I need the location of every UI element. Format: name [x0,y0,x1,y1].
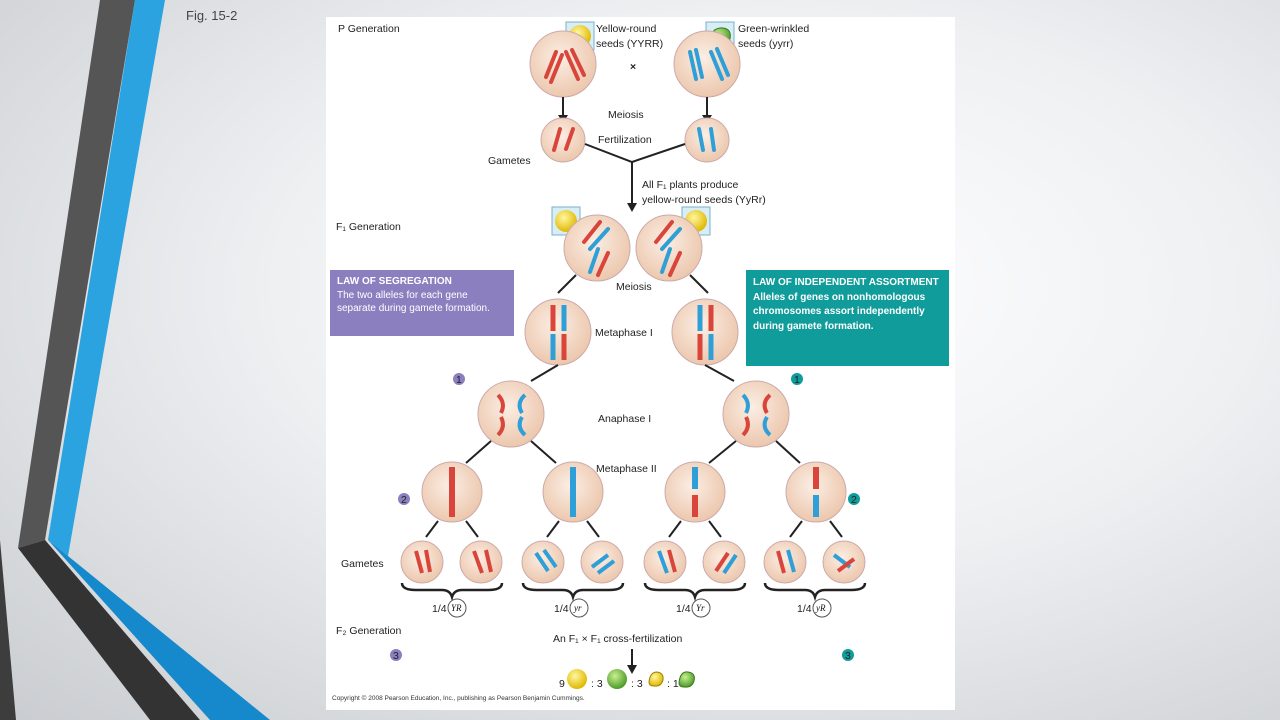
metaphase2-label: Metaphase II [596,463,657,475]
metaphase1-cell-right [671,298,739,366]
segregation-title: LAW OF SEGREGATION [337,276,452,287]
dihybrid-cross-figure: P Generation Yellow-round seeds (YYRR) G… [326,17,955,710]
all-f1-label: All F₁ plants produce [642,179,739,191]
law-of-independent-assortment-box: LAW OF INDEPENDENT ASSORTMENT Alleles of… [746,270,949,366]
step-badge-3-segregation [390,649,402,661]
step-2-text-right: 2 [851,494,857,506]
green-wrinkled-genotype: seeds (yyrr) [738,38,793,50]
f2-generation-label: F₂ Generation [336,625,402,637]
anaphase1-right-chromosomes [741,393,772,437]
f1-generation-label: F₁ Generation [336,221,401,233]
gamete-yellow [540,117,586,163]
gametes-label-p: Gametes [488,155,531,167]
step-badge-2-assortment [848,493,860,505]
final-gametes [400,540,866,584]
green-round-ratio-icon [607,669,627,689]
parent-cell-yellow [529,30,597,98]
gamete-4: yR [815,603,826,613]
yellow-round-label: Yellow-round [596,23,656,35]
fraction-2: 1/4 [554,603,569,615]
yellow-round-ratio-icon [567,669,587,689]
metaphase1-cell-left [524,298,592,366]
metaphase1-right-chromosomes [697,305,714,360]
parent-blue-chromosomes [688,47,730,81]
step-1-text-left: 1 [456,374,462,386]
f2-ratio: 9 : 3 : 3 : 1 [559,669,695,690]
p-generation-label: P Generation [338,23,400,35]
gamete-green [684,117,730,163]
gamete-3: Yr [696,603,705,613]
metaphase2-cells [421,461,847,523]
diagram-canvas: P Generation Yellow-round seeds (YYRR) G… [336,21,867,690]
metaphase1-left-chromosomes [550,305,567,360]
metaphase1-label: Metaphase I [595,327,653,339]
figure-label: Fig. 15-2 [186,8,238,23]
anaphase1-cell-right [722,380,790,448]
f1-right-chromosomes [654,220,682,277]
ratio-3-second: : 3 [631,678,643,690]
green-wrinkled-ratio-icon [678,671,695,688]
step-3-text-left: 3 [393,650,399,662]
fertilization-label: Fertilization [598,134,652,146]
fraction-yr-mixed-2: 1/4 yR [797,598,832,618]
all-f1-genotype: yellow-round seeds (YyRr) [642,194,766,206]
segregation-text: The two alleles for each gene separate d… [337,289,490,315]
step-1-text-right: 1 [794,374,800,386]
yellow-round-genotype: seeds (YYRR) [596,38,663,50]
meiosis-label-f1: Meiosis [616,281,652,293]
decorative-stripes [0,0,270,720]
anaphase1-label: Anaphase I [598,413,651,425]
anaphase1-left-chromosomes [496,393,527,437]
ratio-9: 9 [559,678,565,690]
gamete-arrows [425,520,843,538]
step-badge-3-assortment [842,649,854,661]
fraction-4: 1/4 [797,603,812,615]
fraction-1: 1/4 [432,603,447,615]
step-badge-1-segregation [453,373,465,385]
fraction-yr-mixed: 1/4 Yr [676,598,711,618]
green-wrinkled-label: Green-wrinkled [738,23,809,35]
gamete-1: YR [451,603,462,613]
parent-red-chromosomes [544,48,586,84]
fraction-3: 1/4 [676,603,691,615]
law-of-segregation-box: LAW OF SEGREGATION The two alleles for e… [330,270,514,336]
ratio-3-first: : 3 [591,678,603,690]
cross-symbol: × [630,61,636,73]
fraction-yr-dominant: 1/4 YR [432,598,467,618]
gametes-label-f1: Gametes [341,558,384,570]
step-3-text-right: 3 [845,650,851,662]
gamete-braces [400,582,867,602]
fraction-yr-recessive: 1/4 yr [554,598,589,618]
meiosis-label-p: Meiosis [608,109,644,121]
gamete-2: yr [573,603,582,613]
independent-assortment-text: LAW OF INDEPENDENT ASSORTMENT Alleles of… [753,277,939,332]
ratio-1: : 1 [667,678,679,690]
anaphase1-cell-left [477,380,545,448]
parent-cell-green [673,30,741,98]
step-badge-2-segregation [398,493,410,505]
copyright-notice: Copyright © 2008 Pearson Education, Inc.… [332,695,585,702]
cross-fertilization-label: An F₁ × F₁ cross-fertilization [553,633,682,645]
f1-left-chromosomes [582,220,610,277]
step-2-text-left: 2 [401,494,407,506]
step-badge-1-assortment [791,373,803,385]
yellow-wrinkled-ratio-icon [648,671,664,687]
